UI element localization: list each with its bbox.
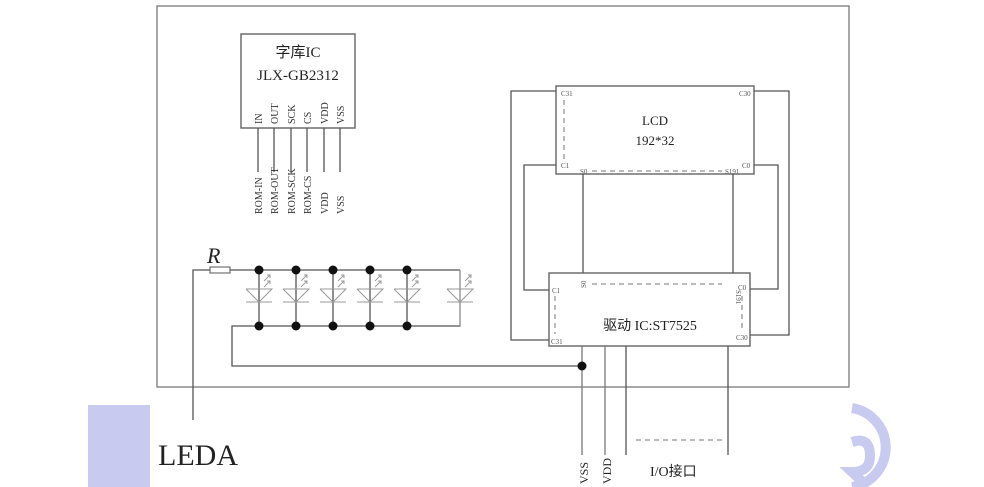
driver-pin-c0: C0 [738, 284, 747, 292]
lcd-resolution: 192*32 [636, 133, 675, 148]
font-ic-pin-label: CS [303, 112, 314, 124]
junction-dot [254, 265, 264, 275]
junction-dot [402, 265, 412, 275]
backlight-circuit [192, 265, 587, 420]
driver-pin-c1: C1 [552, 287, 561, 295]
watermark-block [88, 405, 150, 487]
lcd-box [555, 85, 755, 175]
led [245, 265, 274, 331]
font-ic-signal-label: ROM-CS [303, 176, 314, 214]
font-ic-signal-label: ROM-IN [254, 177, 265, 214]
lcd-pin-s191: S191 [725, 168, 740, 176]
io-interface-label: I/O接口 [650, 463, 697, 480]
font-ic-model: JLX-GB2312 [257, 68, 339, 84]
font-ic-pin-label: OUT [270, 103, 281, 124]
font-ic-pin-label: VSS [336, 106, 347, 124]
driver-pin-c30: C30 [736, 334, 748, 342]
led [282, 265, 311, 331]
vss-junction-dot [577, 361, 587, 371]
driver-pin-s191: S191 [734, 290, 742, 305]
resistor-label: R [206, 243, 221, 268]
led [446, 270, 475, 326]
junction-dot [328, 321, 338, 331]
font-ic-signal-label: ROM-OUT [270, 167, 281, 214]
junction-dot [402, 321, 412, 331]
lcd-pin-c1: C1 [561, 162, 570, 170]
driver-pin-s0: S0 [580, 280, 588, 288]
font-ic-box [240, 33, 356, 129]
driver-ic-box [548, 272, 751, 347]
lcd-title: LCD [642, 113, 668, 128]
pin-vdd-label: VDD [600, 458, 614, 484]
led [356, 265, 385, 331]
leda-label: LEDA [158, 439, 238, 472]
lcd-pin-c0: C0 [742, 162, 751, 170]
font-ic-pin-label: SCK [287, 104, 298, 124]
junction-dot [291, 265, 301, 275]
font-ic-signal-label: ROM-SCK [287, 168, 298, 214]
lcd-driver-wiring [510, 90, 790, 341]
lcd-pin-c31: C31 [561, 90, 573, 98]
font-ic-pin-label: IN [254, 113, 265, 124]
lcd-pin-c30: C30 [739, 90, 751, 98]
font-ic-signal-label: VSS [336, 196, 347, 214]
led [393, 265, 422, 331]
font-ic-pin-label: VDD [320, 102, 331, 124]
driver-bottom-wiring [581, 346, 729, 455]
led [319, 265, 348, 331]
junction-dot [365, 321, 375, 331]
junction-dot [291, 321, 301, 331]
junction-dot [328, 265, 338, 275]
junction-dot [254, 321, 264, 331]
watermark-logo [839, 403, 891, 487]
module-outline [156, 5, 850, 388]
pin-vss-label: VSS [577, 462, 591, 484]
leda-wire [192, 269, 210, 420]
lcd-pin-s0: S0 [580, 168, 588, 176]
font-ic-title: 字库IC [275, 44, 320, 61]
font-ic-signal-label: VDD [320, 192, 331, 214]
driver-pin-c31: C31 [551, 338, 563, 346]
junction-dot [365, 265, 375, 275]
driver-ic-title: 驱动 IC:ST7525 [603, 318, 697, 334]
